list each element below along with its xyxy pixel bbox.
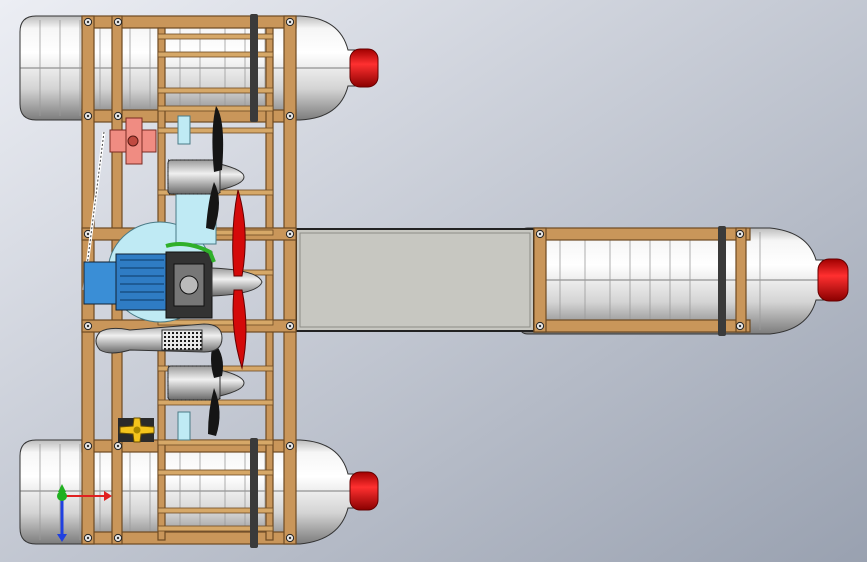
float-bottle-right	[495, 227, 849, 335]
propeller-black-lower	[208, 388, 220, 436]
bottle-cap	[817, 258, 849, 302]
bottle-cap	[349, 48, 379, 88]
center-deck-panel	[295, 228, 535, 332]
float-bottle-top	[19, 15, 379, 121]
fan-motor-lower	[167, 342, 245, 436]
main-engine	[83, 189, 263, 370]
axis-triad	[57, 484, 112, 542]
bottle-cap	[349, 471, 379, 511]
servo-yellow	[118, 417, 155, 443]
exhaust-muffler	[95, 323, 223, 354]
propeller-black-upper	[212, 106, 224, 172]
bottle-straps	[250, 14, 726, 548]
propeller-red	[232, 189, 246, 277]
fan-motor-upper	[167, 106, 245, 230]
